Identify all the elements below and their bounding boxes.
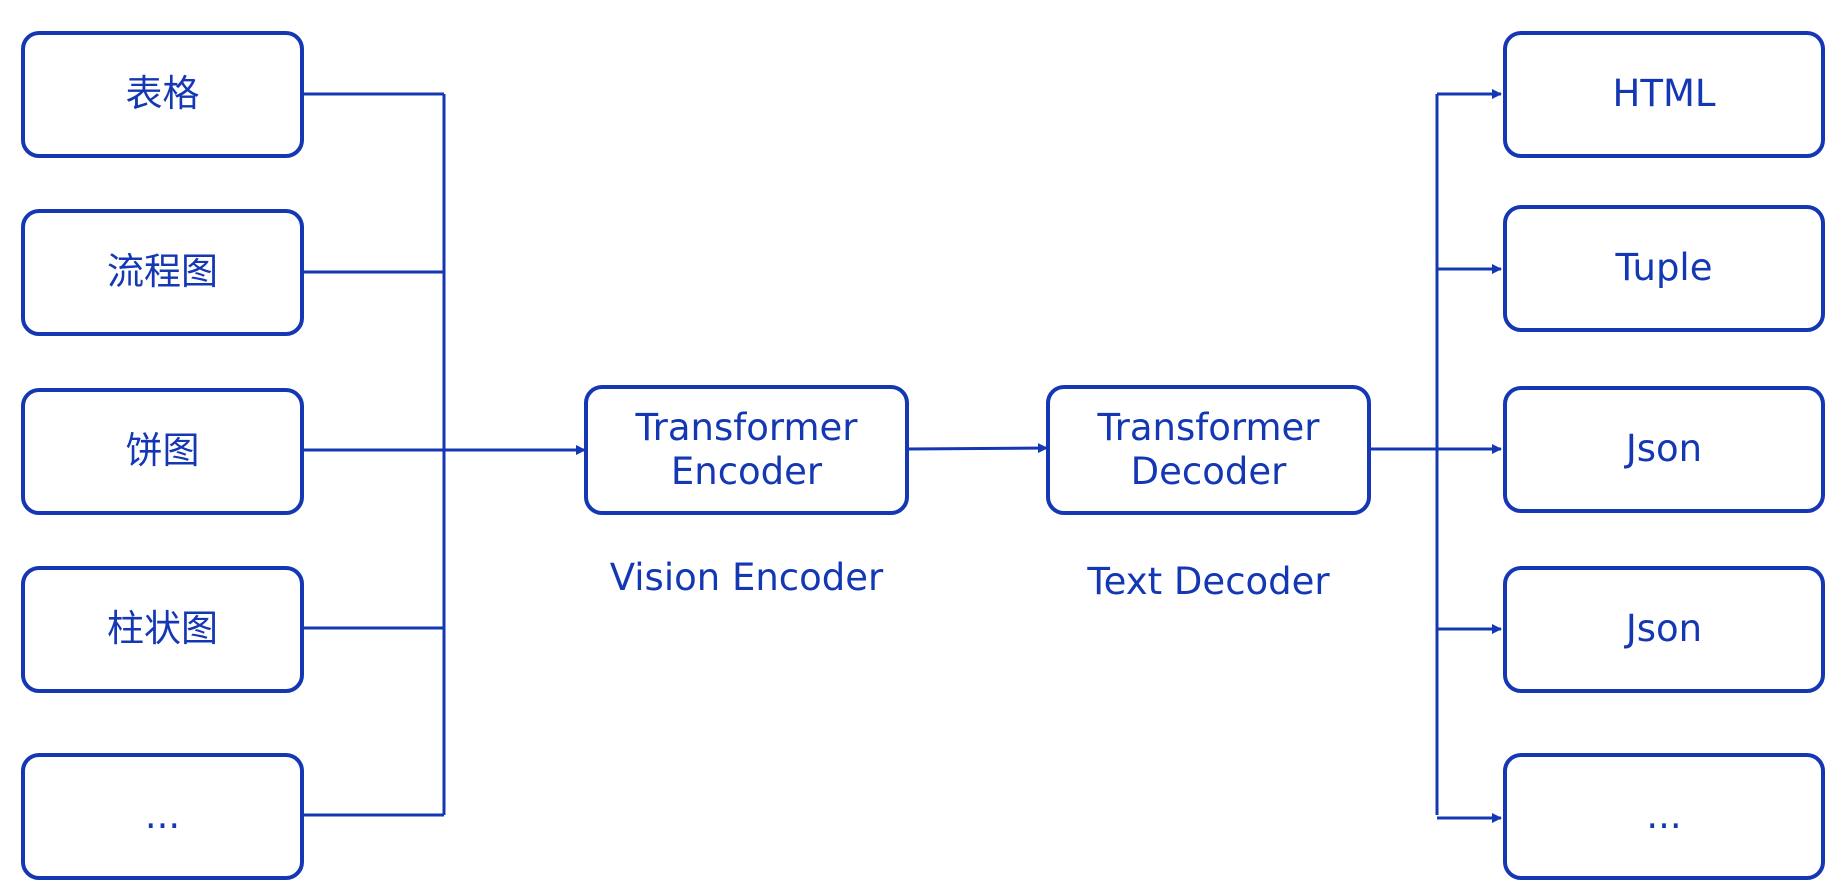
text-decoder-caption: Text Decoder bbox=[1087, 560, 1330, 603]
output-label-more: ... bbox=[1646, 794, 1682, 838]
input-box-pie-chart: 饼图 bbox=[21, 388, 304, 515]
transformer-encoder-box: Transformer Encoder bbox=[584, 385, 909, 515]
input-label-flowchart: 流程图 bbox=[107, 250, 218, 294]
output-box-html: HTML bbox=[1503, 31, 1825, 158]
transformer-decoder-box: Transformer Decoder bbox=[1046, 385, 1371, 515]
encoder-to-decoder-arrow bbox=[907, 443, 1048, 454]
decoder-line-1: Transformer bbox=[1097, 405, 1320, 449]
input-label-bar-chart: 柱状图 bbox=[107, 607, 218, 651]
input-box-bar-chart: 柱状图 bbox=[21, 566, 304, 693]
output-box-json-2: Json bbox=[1503, 566, 1825, 693]
output-label-json-1: Json bbox=[1625, 427, 1703, 471]
decoder-line-2: Decoder bbox=[1130, 450, 1287, 493]
input-box-table: 表格 bbox=[21, 31, 304, 158]
vision-encoder-caption: Vision Encoder bbox=[609, 556, 884, 599]
input-box-flowchart: 流程图 bbox=[21, 209, 304, 336]
output-label-html: HTML bbox=[1612, 72, 1716, 116]
input-label-table: 表格 bbox=[125, 72, 200, 116]
input-label-pie-chart: 饼图 bbox=[125, 429, 200, 473]
encoder-line-2: Encoder bbox=[670, 450, 823, 493]
output-box-json-1: Json bbox=[1503, 386, 1825, 513]
encoder-line-1: Transformer bbox=[635, 405, 858, 449]
output-label-json-2: Json bbox=[1625, 607, 1703, 651]
input-label-more: ... bbox=[144, 794, 181, 838]
input-box-more: ... bbox=[21, 753, 304, 880]
output-box-more: ... bbox=[1503, 753, 1825, 880]
output-label-tuple: Tuple bbox=[1615, 246, 1713, 290]
output-box-tuple: Tuple bbox=[1503, 205, 1825, 332]
